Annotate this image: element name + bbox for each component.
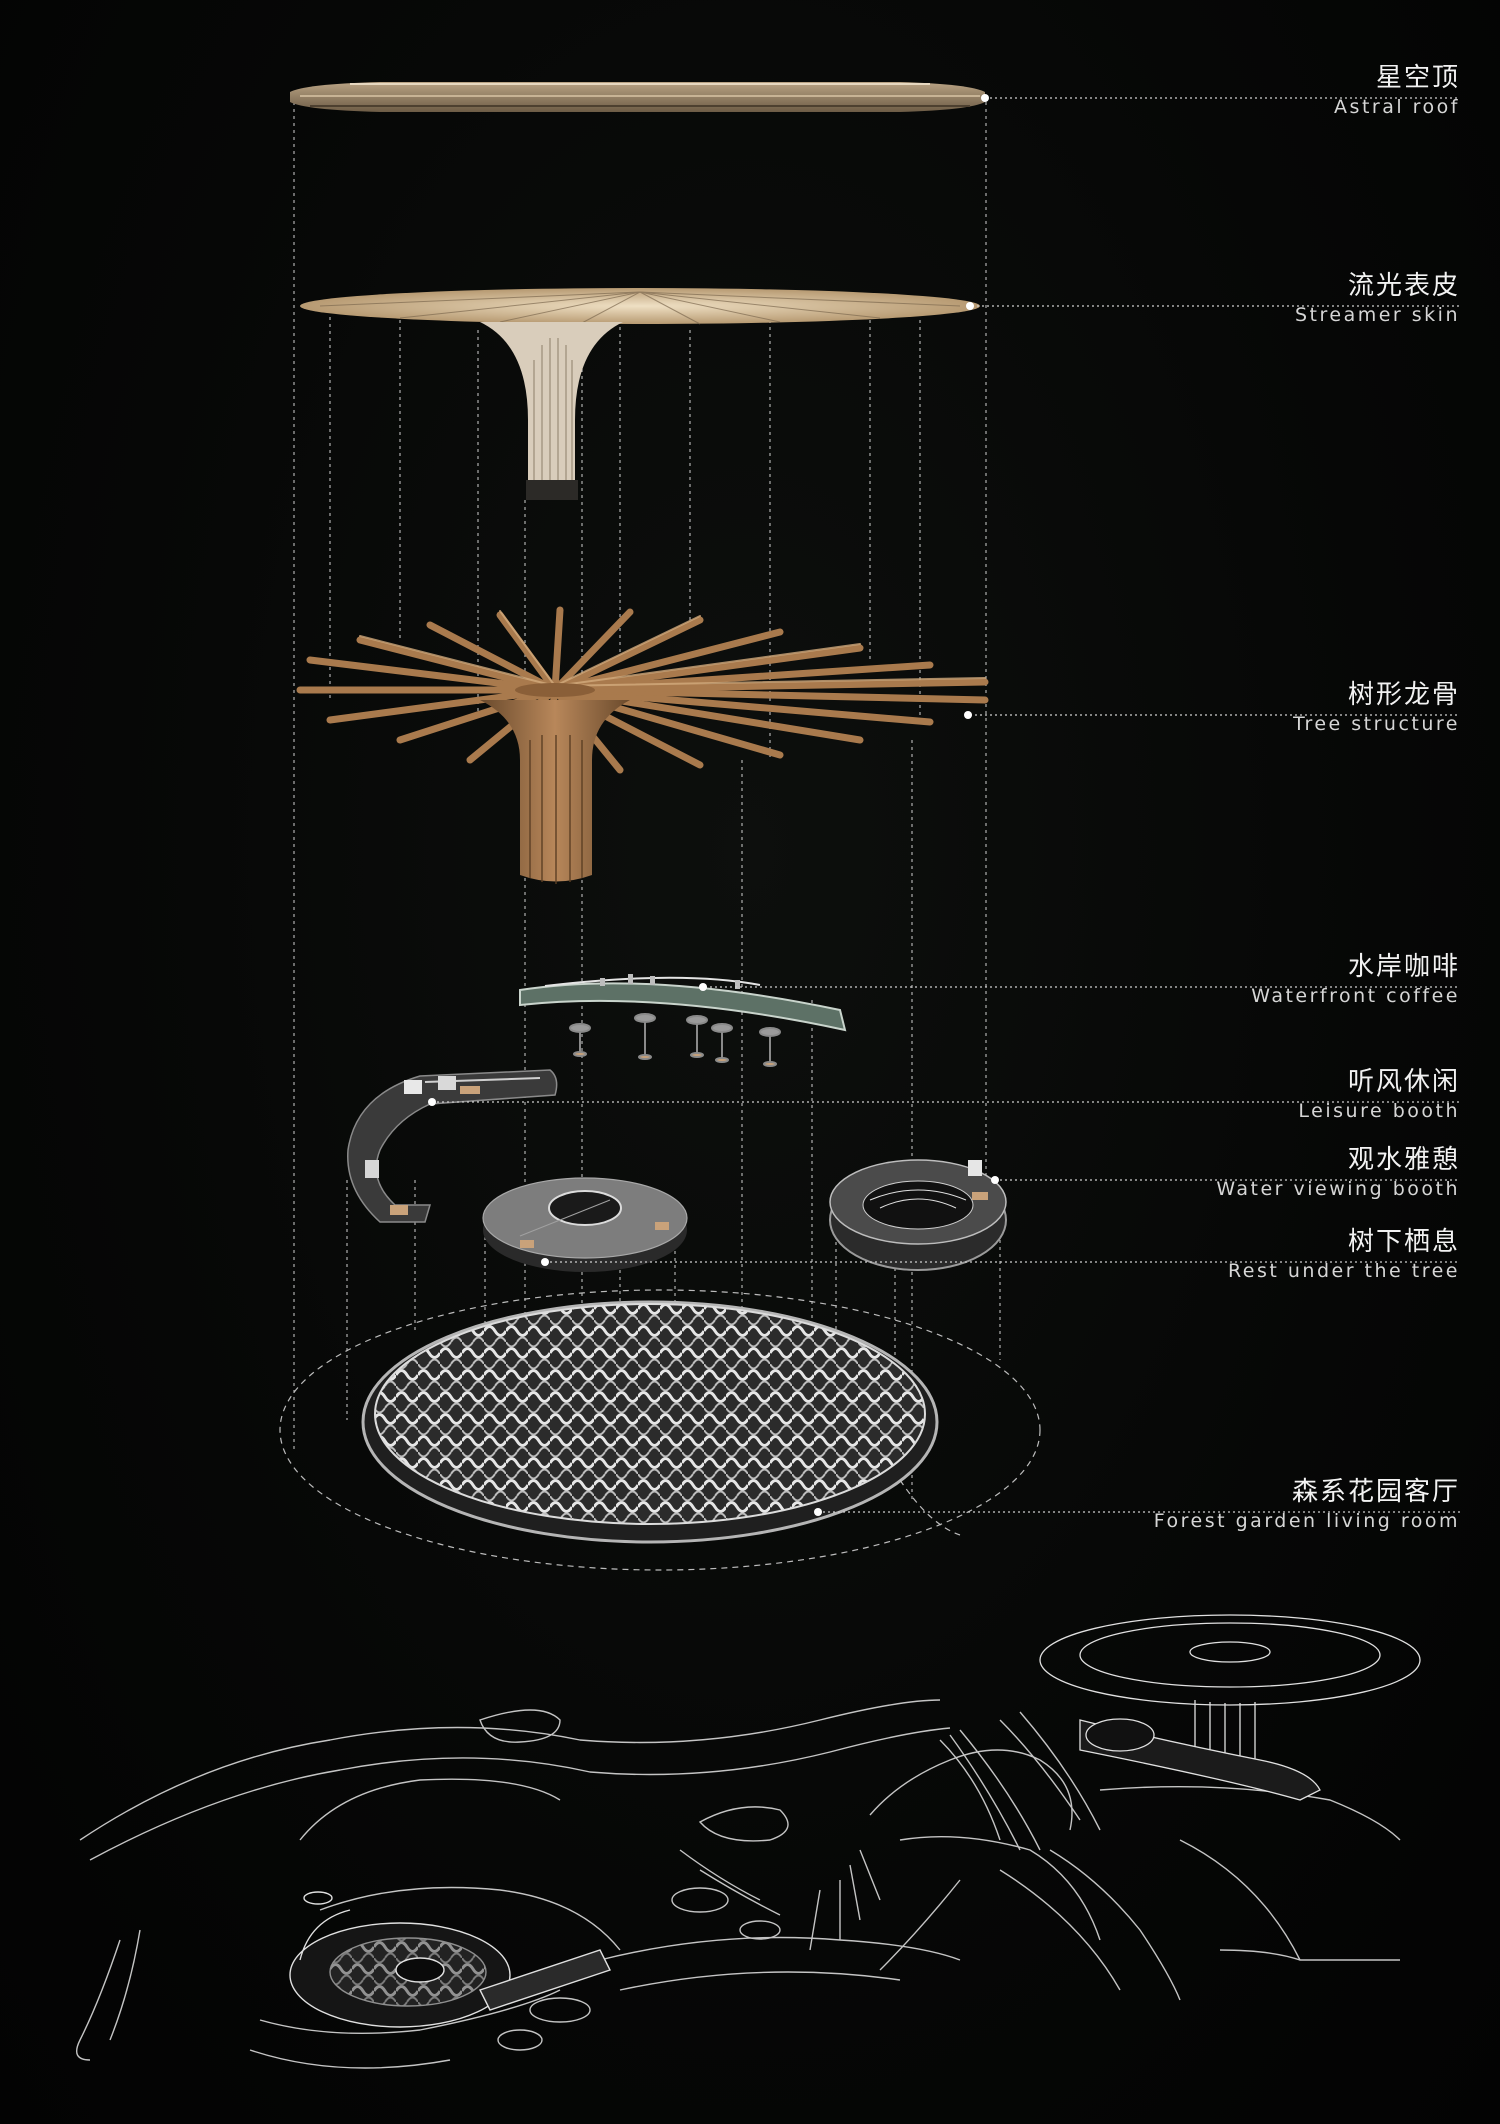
coffee-stools (569, 1013, 781, 1067)
tree-structure-model (296, 606, 989, 884)
label-zh: 观水雅憩 (1347, 1145, 1460, 1175)
label-en: Forest garden living room (1153, 1510, 1460, 1532)
site-plan-linework (76, 1699, 1401, 2069)
label-streamer-skin: 流光表皮 Streamer skin (1295, 270, 1460, 328)
label-water-viewing-booth: 观水雅憩 Water viewing booth (1216, 1144, 1460, 1202)
label-en: Waterfront coffee (1251, 985, 1460, 1007)
leader-lines (432, 97, 1460, 1513)
rest-under-tree-model (482, 1177, 688, 1272)
label-waterfront-coffee: 水岸咖啡 Waterfront coffee (1251, 951, 1460, 1009)
site-plan-pavilion-left (289, 1891, 611, 2028)
label-en: Rest under the tree (1227, 1260, 1460, 1282)
label-zh: 树形龙骨 (1347, 680, 1460, 710)
leader-dots (428, 94, 999, 1516)
label-zh: 星空顶 (1375, 63, 1460, 93)
label-zh: 流光表皮 (1347, 271, 1460, 301)
label-leisure-booth: 听风休闲 Leisure booth (1298, 1066, 1460, 1124)
label-en: Tree structure (1293, 713, 1460, 735)
label-zh: 森系花园客厅 (1291, 1477, 1460, 1507)
label-zh: 听风休闲 (1347, 1067, 1460, 1097)
label-zh: 树下栖息 (1347, 1227, 1460, 1257)
label-en: Astral roof (1334, 96, 1460, 118)
skin-stem-ribs (533, 338, 573, 497)
label-rest-under-tree: 树下栖息 Rest under the tree (1228, 1226, 1460, 1284)
streamer-skin-model (300, 288, 980, 500)
label-en: Leisure booth (1298, 1100, 1460, 1122)
label-en: Streamer skin (1294, 304, 1460, 326)
site-plan-pavilion-right (1039, 1614, 1421, 1801)
water-viewing-booth-model (829, 1159, 1007, 1271)
label-zh: 水岸咖啡 (1347, 952, 1460, 982)
label-forest-garden: 森系花园客厅 Forest garden living room (1154, 1476, 1460, 1534)
leisure-booth-model (347, 1069, 558, 1223)
astral-roof-model (290, 82, 985, 112)
label-astral-roof: 星空顶 Astral roof (1334, 62, 1460, 120)
waterfront-coffee-model (519, 974, 847, 1067)
label-tree-structure: 树形龙骨 Tree structure (1293, 679, 1460, 737)
label-en: Water viewing booth (1216, 1178, 1460, 1200)
forest-garden-model (279, 1289, 1041, 1571)
